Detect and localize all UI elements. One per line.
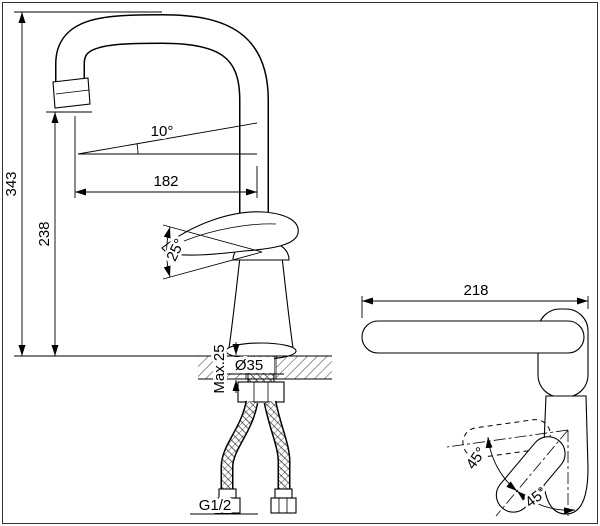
- hose-right-braid: [265, 401, 290, 490]
- dimension-label-343: 343: [3, 171, 20, 196]
- side-view: 45° 45° 218: [361, 279, 589, 517]
- thickness-label-max25: Max.25: [211, 344, 228, 393]
- dimension-label-238: 238: [36, 221, 53, 246]
- diameter-label-35: Ø35: [235, 357, 263, 374]
- faucet-spout: [52, 13, 269, 242]
- angle-line: [77, 122, 258, 155]
- hose-right-ferrule: [274, 488, 293, 499]
- dimension-outlet-height: 238: [33, 111, 92, 356]
- thread-callout: G1/2: [190, 494, 258, 517]
- front-view: 343 238 182 10° 25°: [0, 11, 332, 517]
- handle-lever: [161, 211, 299, 256]
- angle-arc: [136, 143, 139, 155]
- spout-outlet: [52, 77, 91, 109]
- hose-left-nut: [214, 497, 241, 514]
- label-backing: [224, 357, 274, 373]
- dimension-label-182: 182: [153, 173, 178, 190]
- deck-hatch-right: [276, 356, 332, 379]
- dimension-deck-thickness: Max.25: [208, 341, 240, 397]
- swivel-arc-right: [516, 490, 576, 515]
- dimension-spout-reach: 182: [74, 116, 258, 198]
- dimension-total-height: 343: [0, 11, 198, 357]
- thread-label-g12: G1/2: [199, 497, 232, 514]
- body-outline: [228, 247, 294, 349]
- dimension-spout-length: 218: [361, 279, 589, 318]
- side-spout: [361, 320, 585, 354]
- angle-label-45-left: 45°: [463, 444, 490, 472]
- angle-line: [162, 251, 263, 280]
- supply-hoses: [214, 400, 297, 514]
- faucet-body: [225, 247, 297, 360]
- dimension-hole-diameter: Ø35: [224, 354, 284, 377]
- spout-inner: [56, 15, 268, 242]
- handle-detail-line: [183, 223, 277, 242]
- angle-label-10: 10°: [151, 123, 174, 140]
- centerline-ghost: [446, 429, 569, 448]
- dimension-label-218: 218: [463, 282, 488, 299]
- hose-right-nut: [270, 497, 297, 514]
- swivel-arc-left: [485, 436, 518, 492]
- outlet-detail-line: [55, 89, 90, 95]
- faucet-handle: [161, 211, 299, 261]
- hose-left-braid: [222, 400, 257, 490]
- angle-arc: [163, 226, 171, 278]
- angle-line: [162, 224, 263, 253]
- centerline-handle: [495, 429, 569, 517]
- locknut: [237, 381, 285, 403]
- dimension-spout-angle: 10°: [77, 120, 258, 155]
